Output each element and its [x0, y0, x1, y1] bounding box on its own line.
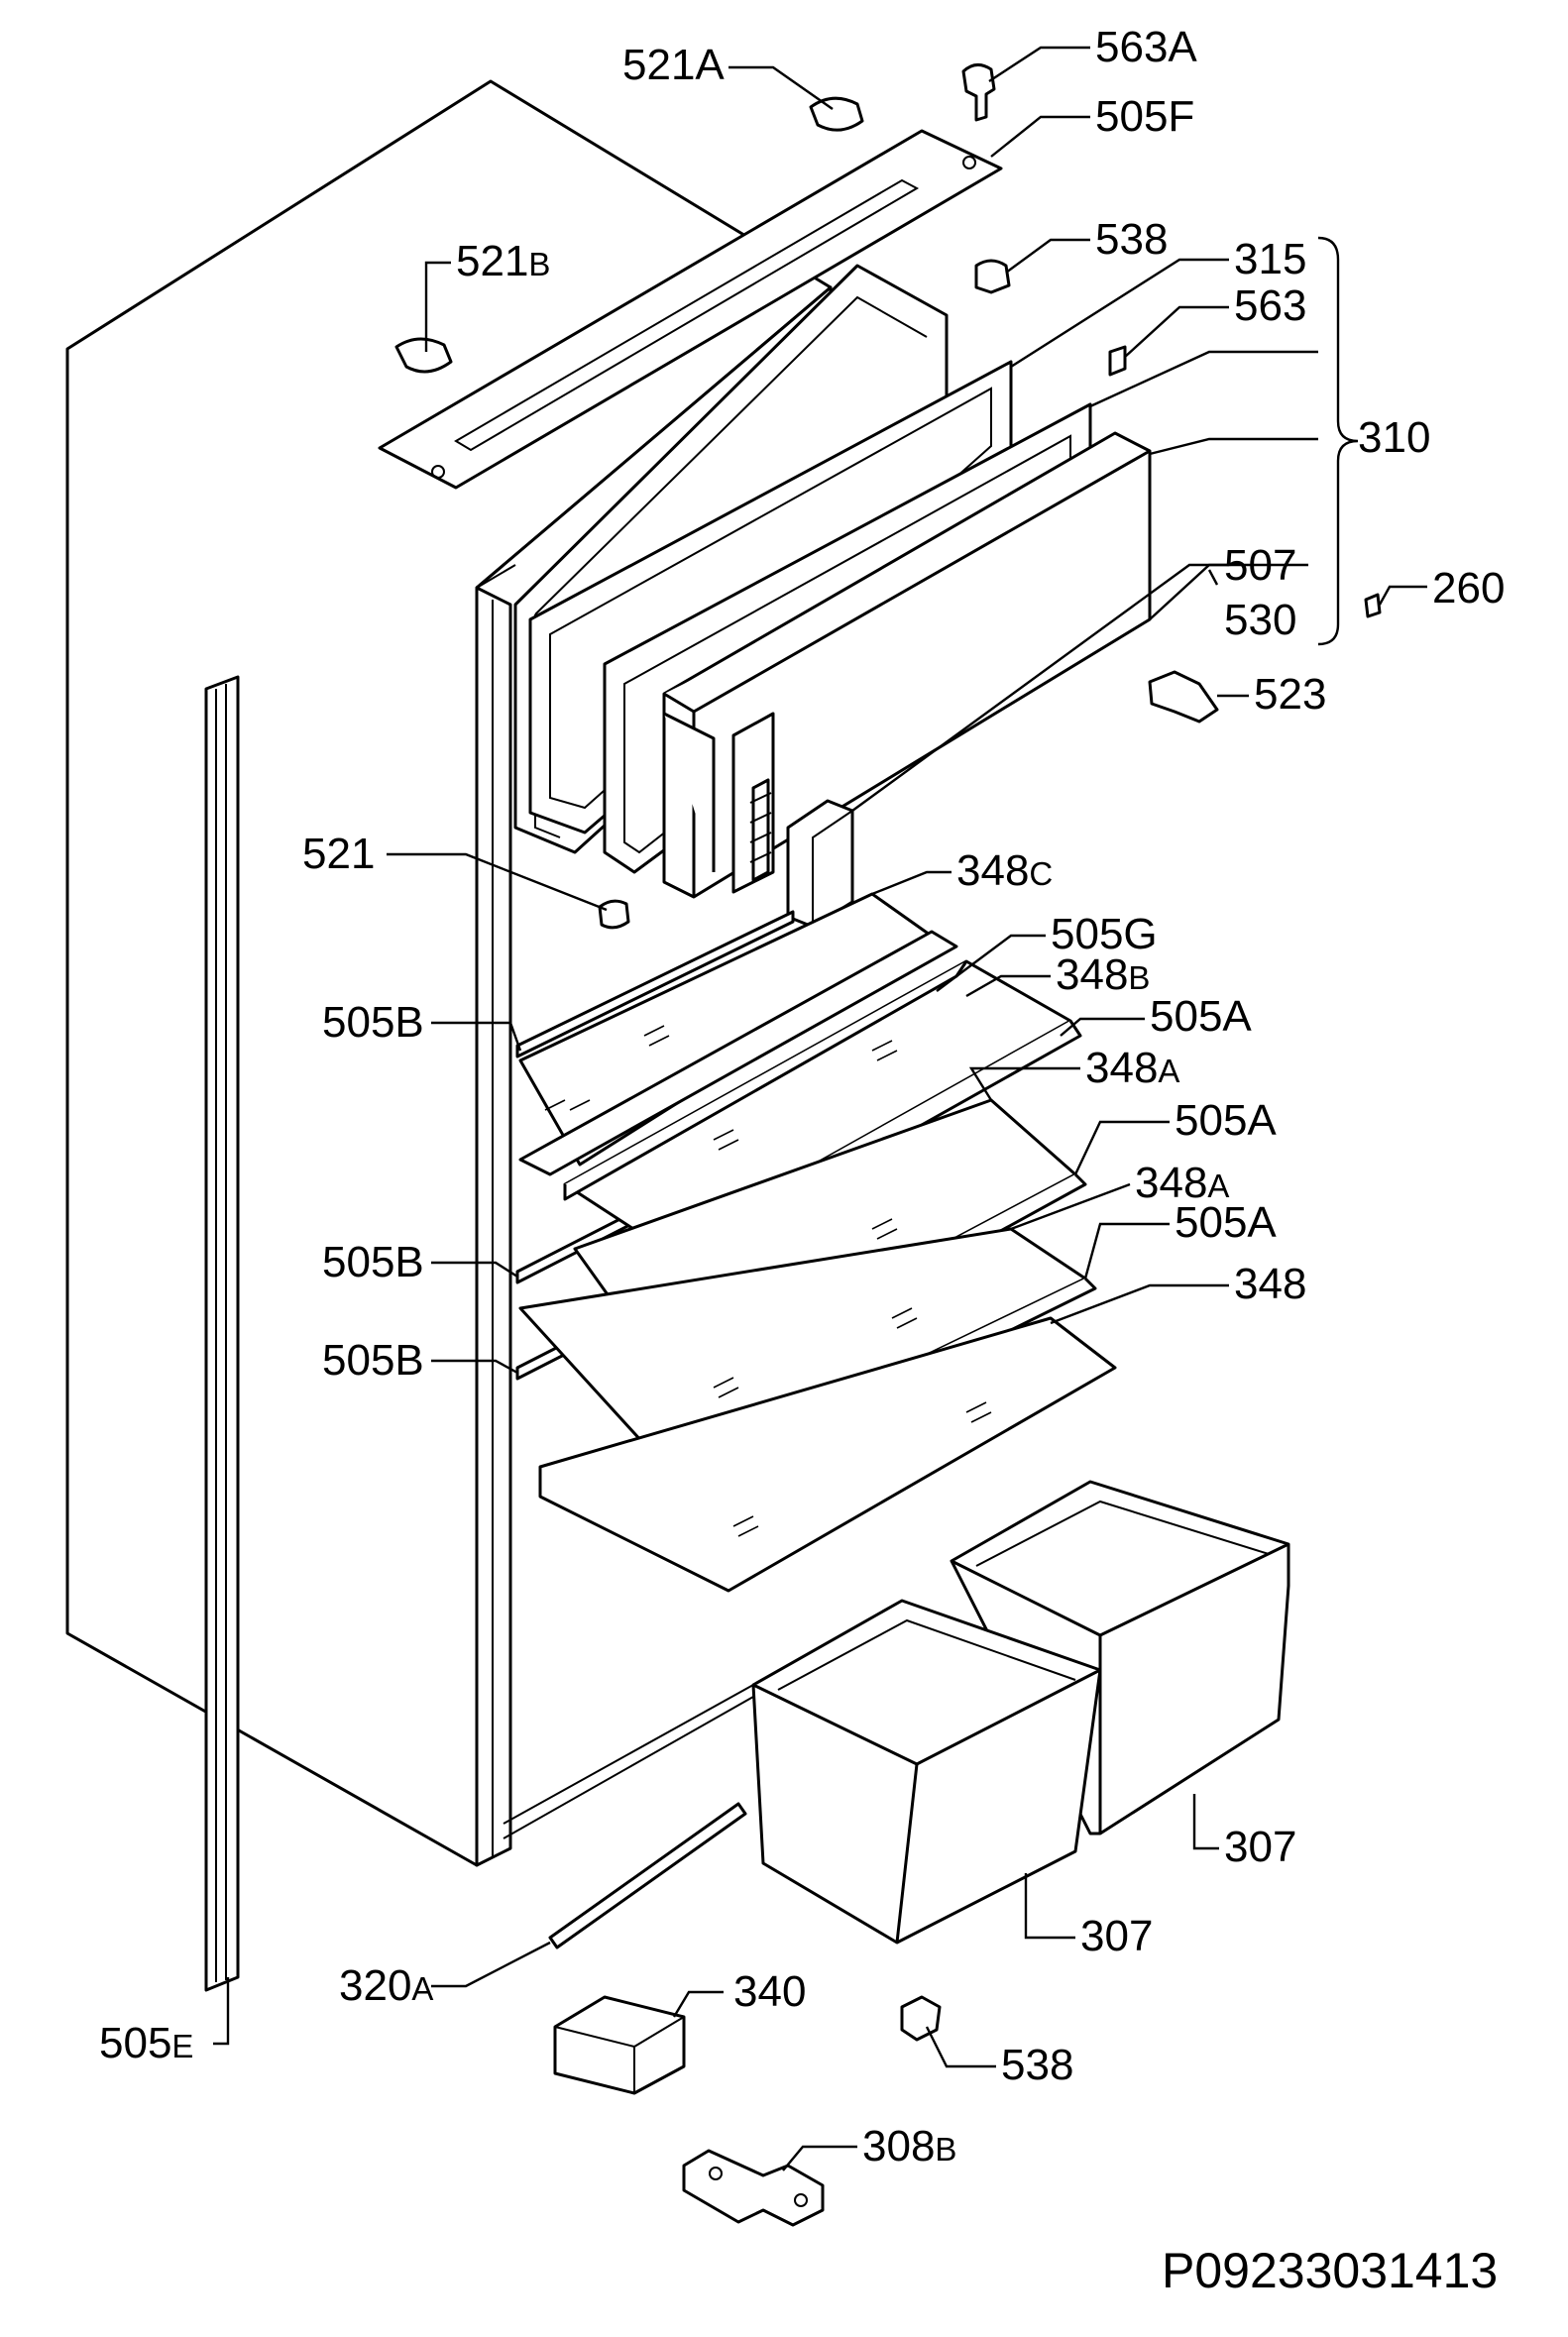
- callout-505b-3: 505B: [322, 1336, 424, 1385]
- callout-320a: 320A: [339, 1961, 433, 2010]
- callout-538-top: 538: [1095, 215, 1168, 264]
- callout-521b: 521B: [456, 237, 550, 285]
- callout-505b-2: 505B: [322, 1238, 424, 1286]
- callout-505a-3: 505A: [1175, 1198, 1277, 1247]
- drawing-code: P09233031413: [1162, 2243, 1498, 2298]
- callout-505b-1: 505B: [322, 998, 424, 1047]
- callout-348c: 348C: [956, 846, 1053, 895]
- callout-507: 507: [1224, 541, 1296, 590]
- cabinet-body: [65, 79, 833, 1867]
- parts-small: [394, 63, 1382, 930]
- glass-shelf-348: [538, 1316, 1117, 1593]
- callout-260: 260: [1432, 564, 1505, 612]
- cap-521a: [809, 96, 864, 132]
- crisper-drawer-left: [751, 1599, 1102, 1945]
- vent-grille-320a: [548, 1802, 747, 1949]
- callout-308b: 308B: [862, 2122, 956, 2170]
- hinge-pin-523: [1148, 670, 1219, 723]
- callout-563: 563: [1234, 281, 1306, 330]
- top-trim-strip: [378, 129, 1003, 490]
- callout-348: 348: [1234, 1260, 1306, 1308]
- screw-563a: [961, 63, 996, 122]
- callout-521: 521: [302, 830, 375, 878]
- hinge-308b: [682, 2149, 825, 2227]
- box-340: [553, 1995, 686, 2095]
- callout-340: 340: [733, 1967, 806, 2016]
- callout-505g: 505G: [1051, 910, 1158, 958]
- callout-523: 523: [1254, 670, 1326, 719]
- callout-530: 530: [1224, 596, 1296, 644]
- glass-shelf-348c: [518, 892, 958, 1176]
- callout-505a-1: 505A: [1150, 992, 1252, 1041]
- callout-563a: 563A: [1095, 23, 1197, 71]
- cap-521: [598, 899, 630, 930]
- parts-bottom: [548, 1802, 942, 2227]
- flap-spring: [749, 778, 772, 882]
- callout-315: 315: [1234, 235, 1306, 283]
- callout-labels: 521A 563A 505F 538 521B 315 563 310 507 …: [99, 23, 1505, 2298]
- callout-348a-1: 348A: [1085, 1044, 1179, 1092]
- door-seal-strip: [204, 675, 240, 1992]
- callout-521a: 521A: [622, 41, 725, 89]
- callout-505f: 505F: [1095, 92, 1194, 141]
- callout-310: 310: [1358, 413, 1430, 462]
- callout-307-left: 307: [1080, 1912, 1153, 1960]
- callout-505e: 505E: [99, 2019, 193, 2067]
- bracket-538-top: [974, 259, 1011, 294]
- freezer-flap-door: [662, 431, 1152, 899]
- callout-348a-2: 348A: [1135, 1159, 1229, 1207]
- callout-348b: 348B: [1056, 950, 1150, 999]
- bracket-538-bottom: [900, 1995, 942, 2042]
- crisper-drawer-right: [950, 1480, 1290, 1836]
- callout-538-bottom: 538: [1001, 2041, 1073, 2089]
- callout-505a-2: 505A: [1175, 1096, 1277, 1145]
- callout-307-right: 307: [1224, 1823, 1296, 1871]
- cap-521b: [394, 337, 453, 374]
- screw-563: [1108, 345, 1127, 377]
- leader-lines: [213, 46, 1427, 2171]
- clip-260: [1364, 593, 1382, 618]
